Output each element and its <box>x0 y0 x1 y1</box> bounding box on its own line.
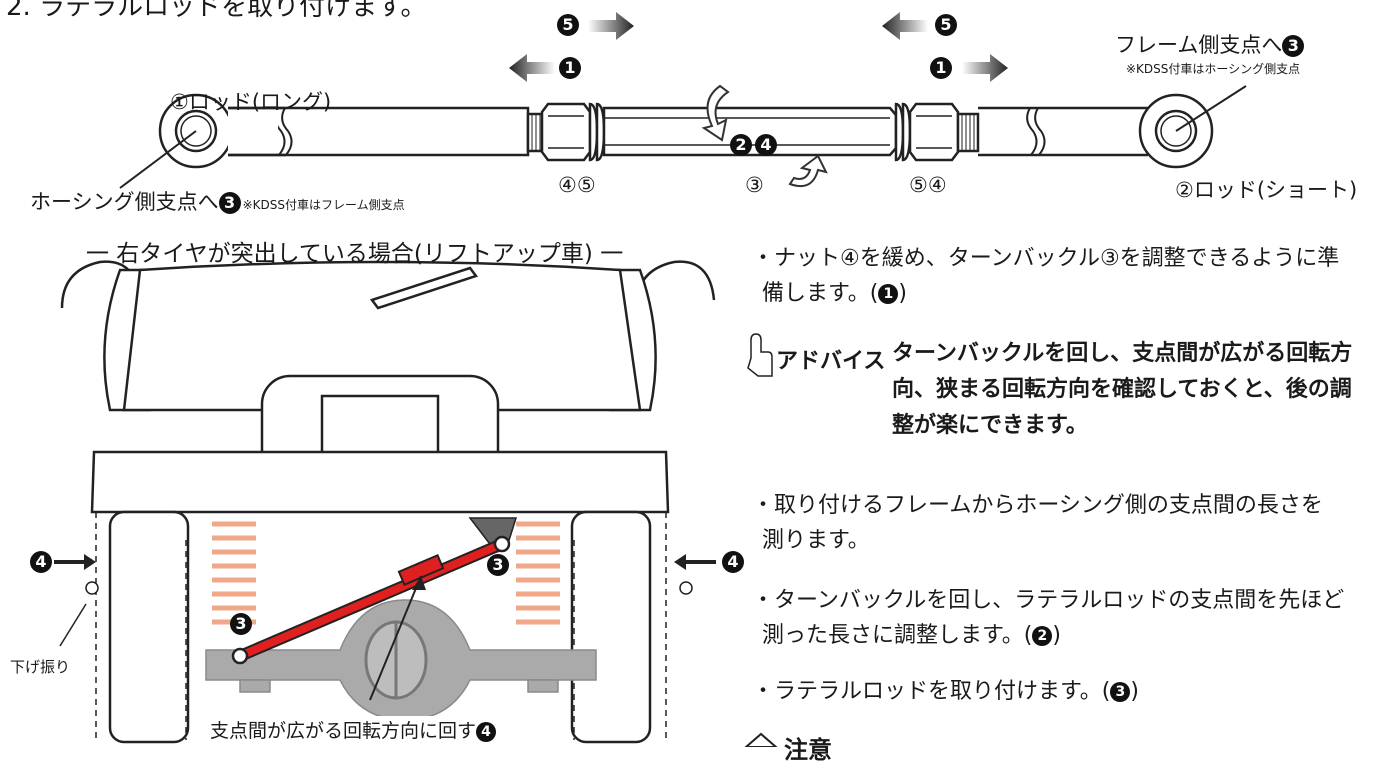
step2-line1: ・取り付けるフレームからホーシング側の支点間の長さを <box>752 493 1323 518</box>
right-nut <box>908 102 960 162</box>
rotate-leader <box>369 575 422 701</box>
marker-1-left: 1 <box>559 57 581 79</box>
left-tire <box>108 510 190 744</box>
marker-2: 2 <box>1032 626 1053 646</box>
caution-icon <box>744 732 778 747</box>
long-rod-label: ①ロッド(ロング) <box>170 90 332 114</box>
car-rear-view <box>59 260 716 744</box>
hand-pointer-icon <box>747 333 773 377</box>
step3-line2: 測った長さに調整します。(2) <box>762 623 1061 648</box>
arrow-4-left <box>54 554 96 570</box>
advice-line2: 向、狭まる回転方向を確認しておくと、後の調 <box>892 377 1352 402</box>
part-54-label: ⑤④ <box>909 173 947 197</box>
marker-4: 4 <box>755 134 777 156</box>
installed-turnbuckle <box>397 554 445 586</box>
short-rod-label: ②ロッド(ショート) <box>1175 178 1358 202</box>
arrow-5-left <box>882 12 928 40</box>
right-spring <box>516 521 560 625</box>
car-section-title: 一 右タイヤが突出している場合(リフトアップ車) 一 <box>86 241 624 267</box>
rotation-arrows <box>701 84 828 188</box>
illustration <box>54 12 1247 747</box>
marker-1-right: 1 <box>930 57 952 79</box>
part-45-label: ④⑤ <box>558 173 596 197</box>
right-tire <box>570 510 652 744</box>
page-heading: 2. ラテラルロッドを取り付けます。 <box>6 0 427 22</box>
marker-2: 2 <box>730 134 752 156</box>
marker-5-right: 5 <box>935 14 957 36</box>
marker-1: 1 <box>878 284 899 304</box>
marker-3: 3 <box>1282 35 1305 57</box>
marker-3: 3 <box>1110 682 1131 702</box>
short-rod-body <box>978 106 1148 157</box>
frame-leader <box>1175 85 1247 132</box>
direction-arrows <box>509 12 1008 82</box>
marker-4-left: 4 <box>30 551 52 573</box>
step3-line1: ・ターンバックルを回し、ラテラルロッドの支点間を先ほど <box>752 588 1345 613</box>
arrow-4-right <box>674 554 716 570</box>
marker-4-right: 4 <box>722 551 744 573</box>
left-nut <box>540 102 592 162</box>
coil-springs <box>212 521 560 625</box>
part-3-label: ③ <box>745 173 764 197</box>
arrow-5-right <box>588 12 634 40</box>
rear-bumper <box>90 450 670 514</box>
frame-note: ※KDSS付車はホーシング側支点 <box>1126 62 1301 76</box>
right-plumb-bob <box>679 581 693 595</box>
marker-3-axle: 3 <box>230 613 252 635</box>
step1-line1: ・ナット④を緩め、ターンバックル③を調整できるように準 <box>752 246 1340 271</box>
step4-line: ・ラテラルロッドを取り付けます。(3) <box>752 679 1139 704</box>
rotate-arrow-bottom <box>788 154 828 188</box>
caution-title: 注意 <box>784 736 832 764</box>
rotate-arrow-top <box>701 84 730 142</box>
lateral-rod-installed <box>231 535 511 665</box>
marker-3-bracket: 3 <box>487 554 509 576</box>
marker-3: 3 <box>218 192 241 214</box>
advice-line1: ターンバックルを回し、支点間が広がる回転方 <box>892 341 1353 366</box>
marker-4: 4 <box>476 721 497 742</box>
left-plumb-bob <box>85 581 99 595</box>
license-plate <box>320 394 440 456</box>
plumb-label: 下げ振り <box>10 658 71 676</box>
step2-line2: 測ります。 <box>762 528 870 553</box>
rear-axle <box>205 599 597 721</box>
advice-line3: 整が楽にできます。 <box>892 413 1088 438</box>
left-spring <box>212 521 256 625</box>
step1-line2: 備します。(1) <box>762 281 907 306</box>
rear-wiper <box>369 266 479 310</box>
advice-title: アドバイス <box>776 349 886 374</box>
right-thread <box>956 112 980 153</box>
marker-5-left: 5 <box>557 14 579 36</box>
rear-gate <box>122 260 642 412</box>
rod-diagram <box>158 93 1214 169</box>
housing-leader <box>119 130 197 189</box>
arrow-1-left <box>509 54 555 82</box>
arrow-1-right <box>962 54 1008 82</box>
